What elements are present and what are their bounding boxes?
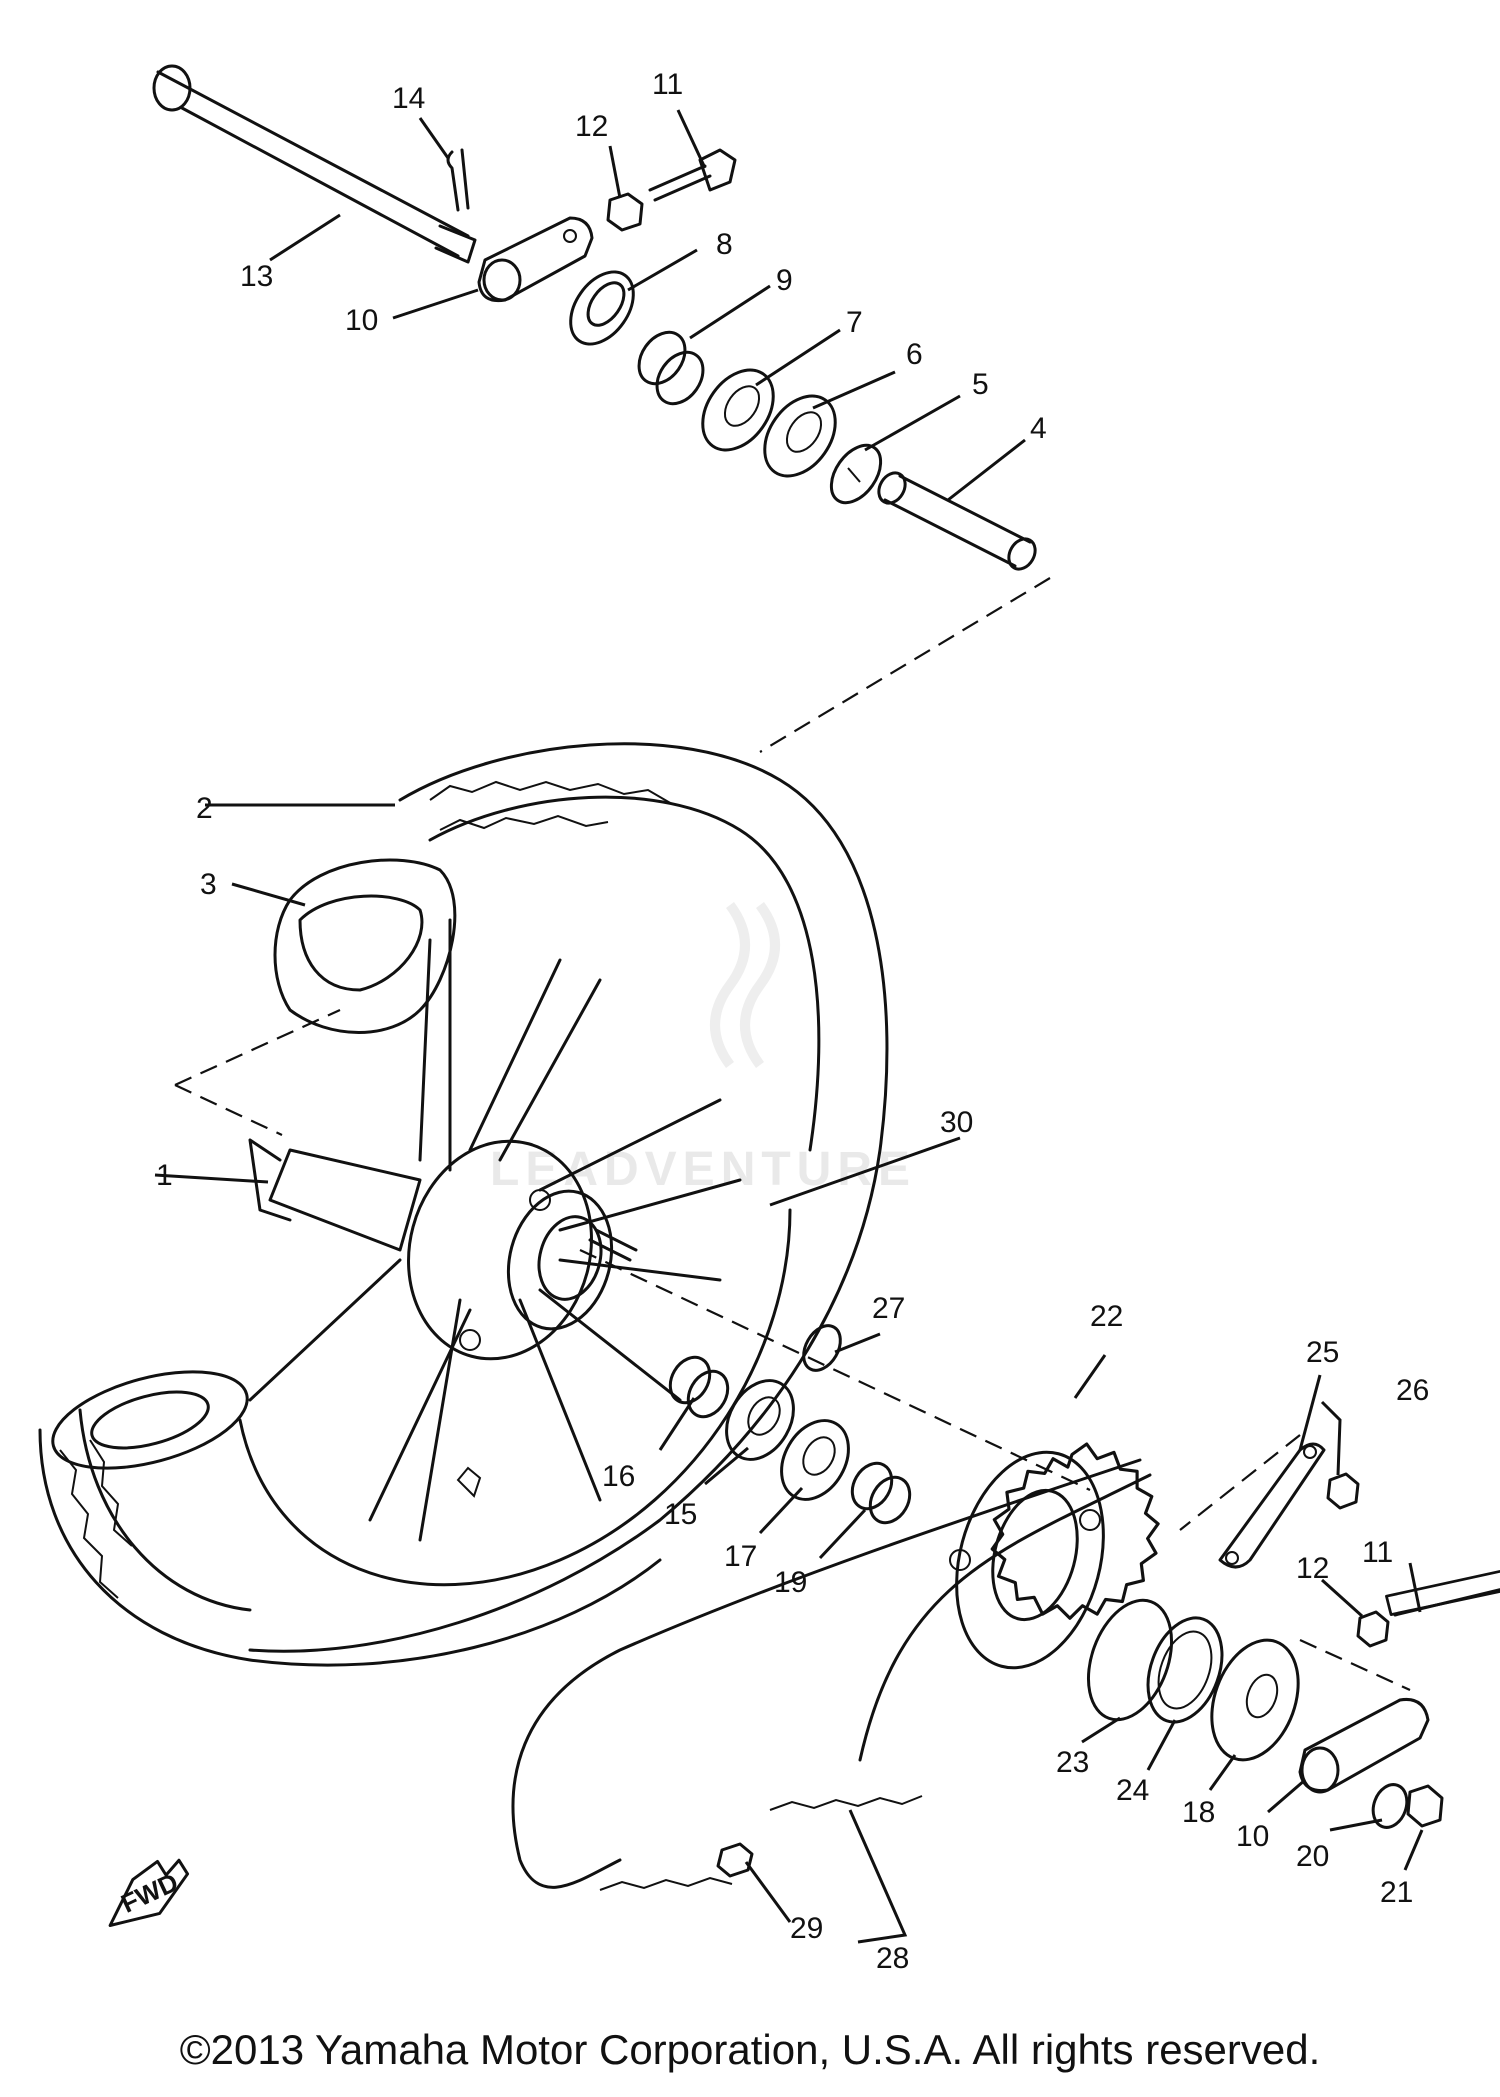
inner-tube [273,858,457,1034]
label-part-11-upper: 11 [652,68,683,101]
label-part-18: 18 [1182,1796,1215,1829]
label-part-7: 7 [846,306,863,339]
watermark-text: LEADVENTURE [490,1143,916,1196]
bolt-lower [1385,1569,1500,1617]
spacer [877,471,1037,571]
nut-26 [1326,1472,1360,1510]
collar-19 [850,1461,912,1525]
label-part-29: 29 [790,1912,823,1945]
chain-puller-lower [1298,1697,1430,1794]
nut-upper [606,192,644,232]
label-part-22: 22 [1090,1300,1123,1333]
bearing-7 [701,368,775,452]
label-part-21: 21 [1380,1876,1413,1909]
hub-bolt [588,1228,638,1262]
tire [38,742,889,1667]
label-part-10-upper: 10 [345,304,378,337]
wheel-hub-rim [238,918,792,1587]
label-part-30: 30 [940,1106,973,1139]
label-part-13: 13 [240,260,273,293]
label-part-24: 24 [1116,1774,1149,1807]
label-part-15: 15 [664,1498,697,1531]
label-part-27: 27 [872,1292,905,1325]
leader-lines [154,109,1424,1944]
label-part-16: 16 [602,1460,635,1493]
label-part-10-lower: 10 [1236,1820,1269,1853]
collar-18 [1210,1638,1300,1762]
circlip [829,443,883,505]
circlip-23 [1086,1598,1174,1722]
oil-seal [569,270,635,346]
label-part-2: 2 [196,792,213,825]
nut-lower-12 [1356,1610,1390,1648]
chain-puller-upper [477,216,594,303]
tire-cut-end [51,1370,249,1470]
label-part-19: 19 [774,1566,807,1599]
bolt-upper [648,148,737,202]
label-part-20: 20 [1296,1840,1329,1873]
washer-20 [1371,1783,1409,1829]
copyright-notice: ©2013 Yamaha Motor Corporation, U.S.A. A… [179,2026,1321,2073]
label-part-3: 3 [200,868,217,901]
forward-arrow: FWD [108,1858,190,1927]
label-part-12-upper: 12 [575,110,608,143]
label-part-9: 9 [776,264,793,297]
label-part-23: 23 [1056,1746,1089,1779]
collar-16 [668,1355,730,1419]
part-labels: 1 2 3 4 5 6 7 9 8 10 11 12 13 14 30 27 2… [156,68,1429,1975]
label-part-6: 6 [906,338,923,371]
circlip-24 [1146,1616,1224,1724]
collar [637,330,705,406]
label-part-14: 14 [392,82,425,115]
bearing-17 [780,1419,850,1501]
chain-joint [716,1842,754,1878]
label-part-17: 17 [724,1540,757,1573]
label-part-28: 28 [876,1942,909,1975]
label-part-1: 1 [156,1159,173,1192]
watermark: LEADVENTURE [490,902,916,1196]
rear-sprocket [949,1442,1160,1670]
label-part-8: 8 [716,228,733,261]
nut-21 [1406,1784,1444,1828]
assembly-guide-lines [174,577,1411,1692]
label-part-4: 4 [1030,412,1047,445]
label-part-5: 5 [972,368,989,401]
bearing-6 [763,394,837,478]
circlip-27 [802,1324,842,1372]
lock-plate [1218,1442,1326,1569]
fwd-label: FWD [116,1867,182,1919]
label-part-26: 26 [1396,1374,1429,1407]
cotter-pin [446,148,470,212]
drive-chain [511,1458,1152,1891]
rear-axle [152,64,477,264]
label-part-11-lower: 11 [1362,1536,1393,1569]
label-part-25: 25 [1306,1336,1339,1369]
label-part-12-lower: 12 [1296,1552,1329,1585]
